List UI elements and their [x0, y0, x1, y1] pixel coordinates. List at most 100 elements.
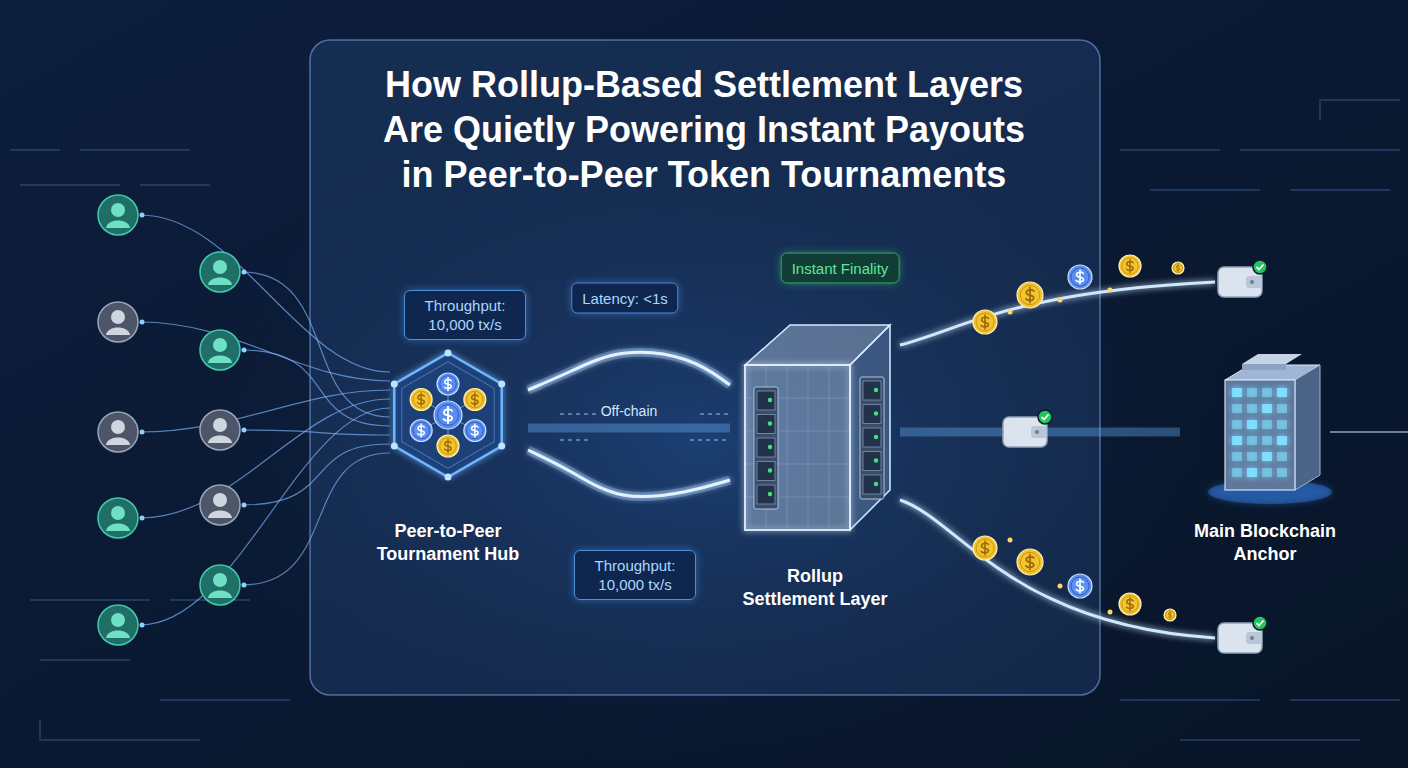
rollup-layer-icon-part — [745, 365, 850, 530]
player-avatar-part — [98, 412, 138, 452]
coin-icon-part — [410, 420, 432, 442]
blockchain-anchor-icon-part — [1277, 404, 1287, 413]
payout-stream — [900, 500, 1215, 638]
coin-icon-part — [1017, 549, 1043, 575]
rollup-layer-icon-part — [874, 411, 878, 415]
sparkle — [1008, 310, 1013, 315]
coin-icon — [410, 420, 432, 442]
coin-icon-part — [1119, 255, 1141, 277]
player-links-part — [140, 215, 390, 372]
rollup-layer-icon-part — [768, 445, 772, 449]
glass-panel — [310, 40, 1100, 695]
blockchain-anchor-icon-part — [1242, 364, 1286, 370]
blockchain-anchor-icon-part — [1232, 404, 1242, 413]
player-avatar-part — [213, 260, 227, 274]
connector-layer-part — [560, 413, 600, 415]
blockchain-anchor-icon-part — [1247, 452, 1257, 461]
rollup-layer-icon — [730, 315, 900, 565]
player-avatar-part — [200, 565, 240, 605]
coin-icon — [1119, 593, 1141, 615]
wallet-icon — [1218, 616, 1267, 653]
player-avatar-part — [111, 203, 125, 217]
coin-icon — [973, 536, 997, 560]
blockchain-anchor-icon-part — [1277, 468, 1287, 477]
player-links-part — [140, 390, 390, 432]
player-avatar-part — [200, 410, 240, 450]
coin-icon — [410, 389, 432, 411]
flow-connector — [528, 427, 730, 430]
blockchain-anchor-icon — [1180, 340, 1350, 520]
coin-icon-part — [464, 420, 486, 442]
player-avatar — [200, 565, 240, 605]
wallet-icon-part — [1038, 410, 1052, 424]
player-avatar-part — [213, 573, 227, 587]
blockchain-anchor-icon-part — [1232, 420, 1242, 429]
player-avatar — [98, 195, 138, 235]
player-avatar-part — [106, 221, 130, 229]
player-avatar-part — [208, 511, 232, 519]
coin-icon — [1017, 282, 1043, 308]
rollup-layer-icon-part — [863, 452, 881, 471]
rollup-layer: Rollup Settlement Layer — [730, 315, 900, 611]
player-avatar-part — [208, 278, 232, 286]
player-avatar-part — [200, 330, 240, 370]
payout-stream — [900, 282, 1215, 345]
rollup-layer-icon-part — [754, 387, 778, 509]
sparkle — [1008, 538, 1013, 543]
player-links-part — [140, 516, 145, 521]
coin-icon-part — [1071, 268, 1089, 286]
sparkle — [1058, 584, 1063, 589]
coin-icon-part — [467, 391, 484, 408]
blockchain-anchor-icon-part — [1262, 452, 1272, 461]
player-avatar — [98, 302, 138, 342]
coin-icon — [464, 420, 486, 442]
player-avatar-part — [111, 613, 125, 627]
coin-icon-part — [464, 389, 486, 411]
node-label: Rollup Settlement Layer — [741, 565, 889, 611]
blockchain-anchor-icon-part — [1247, 468, 1257, 477]
sparkle — [1108, 288, 1113, 293]
blockchain-anchor-icon-part — [1247, 388, 1257, 397]
player-avatar-part — [111, 310, 125, 324]
coin-icon-part — [981, 541, 988, 555]
player-links-part — [242, 444, 390, 505]
player-links-part — [140, 320, 145, 325]
coin-icon — [1172, 262, 1184, 274]
player-avatar-part — [106, 524, 130, 532]
wallet-icon-part — [1253, 260, 1267, 274]
tournament-hub-icon-part — [391, 381, 398, 388]
metric-text: Instant Finality — [792, 259, 889, 278]
rollup-layer-icon-part — [829, 365, 830, 530]
player-avatar-part — [106, 631, 130, 639]
coin-icon — [1068, 265, 1092, 289]
blockchain-anchor-icon-part — [1262, 468, 1272, 477]
metric-badge: Instant Finality — [781, 253, 900, 284]
rollup-layer-icon-part — [863, 475, 881, 494]
coin-icon-part — [1068, 574, 1092, 598]
player-avatar — [98, 498, 138, 538]
player-avatar — [200, 252, 240, 292]
player-avatar-part — [98, 195, 138, 235]
player-links-part — [140, 213, 145, 218]
wallet-icon — [1218, 260, 1267, 297]
rollup-layer-icon-part — [808, 365, 809, 530]
coin-icon-part — [440, 376, 457, 393]
wallet-icon-part — [1257, 265, 1264, 270]
coin-icon-part — [437, 373, 459, 395]
player-avatar-part — [106, 328, 130, 336]
coin-icon-part — [413, 422, 430, 439]
coin-icon-part — [1127, 598, 1134, 611]
rollup-layer-icon-part — [757, 391, 775, 410]
coin-icon — [437, 373, 459, 395]
coin-icon-part — [444, 407, 453, 423]
blockchain-anchor-icon-part — [1247, 404, 1257, 413]
coin-icon-part — [981, 315, 988, 329]
coin-icon — [1164, 609, 1176, 621]
coin-icon-part — [1127, 260, 1134, 273]
sparkle — [1058, 298, 1063, 303]
player-avatar-part — [208, 356, 232, 364]
tournament-hub-icon-part — [445, 350, 452, 357]
player-avatar-part — [111, 506, 125, 520]
rollup-layer-icon-part — [787, 365, 788, 530]
player-links-part — [140, 623, 145, 628]
